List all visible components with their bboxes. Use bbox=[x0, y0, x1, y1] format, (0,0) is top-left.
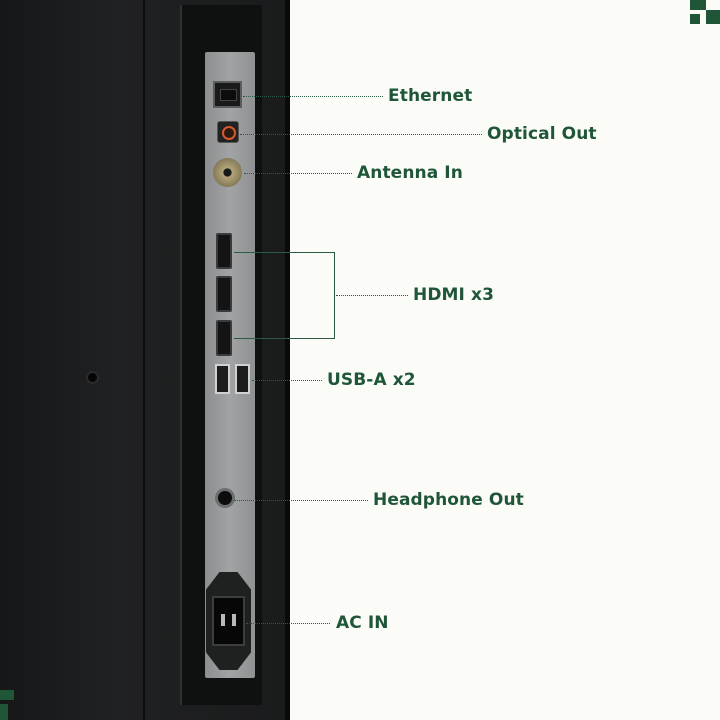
ac-in-leader-line bbox=[246, 623, 330, 624]
hdmi-label: HDMI x3 bbox=[413, 285, 494, 305]
hdmi-port-2 bbox=[216, 276, 232, 312]
antenna-in-label: Antenna In bbox=[357, 163, 463, 183]
ethernet-port bbox=[213, 81, 242, 108]
tv-panel-seam bbox=[143, 0, 145, 720]
hdmi-port-3 bbox=[216, 320, 232, 356]
corner-logo-mark-top bbox=[690, 0, 706, 10]
antenna-in-port bbox=[213, 158, 242, 187]
screw-hole bbox=[88, 373, 97, 382]
corner-logo-mark-top-3 bbox=[690, 14, 700, 24]
ac-in-socket bbox=[212, 596, 245, 646]
corner-logo-mark-top-2 bbox=[706, 10, 720, 24]
optical-out-leader-line bbox=[240, 134, 482, 135]
usb-a-port-2 bbox=[235, 364, 250, 394]
headphone-out-leader-line bbox=[234, 500, 368, 501]
ac-in-label: AC IN bbox=[336, 613, 389, 633]
headphone-out-label: Headphone Out bbox=[373, 490, 524, 510]
corner-logo-mark-bottom-2 bbox=[0, 704, 8, 720]
hdmi-bracket bbox=[234, 252, 335, 339]
corner-logo-mark-bottom bbox=[0, 690, 14, 700]
hdmi-port-1 bbox=[216, 233, 232, 269]
usb-a-port-1 bbox=[215, 364, 230, 394]
headphone-out-port bbox=[218, 491, 232, 505]
hdmi-leader-line bbox=[336, 295, 408, 296]
optical-out-port bbox=[217, 121, 239, 143]
ethernet-leader-line bbox=[243, 96, 383, 97]
tv-edge bbox=[285, 0, 290, 720]
ethernet-label: Ethernet bbox=[388, 86, 473, 106]
usb-a-leader-line bbox=[252, 380, 322, 381]
antenna-in-leader-line bbox=[244, 173, 352, 174]
optical-out-label: Optical Out bbox=[487, 124, 597, 144]
usb-a-label: USB-A x2 bbox=[327, 370, 416, 390]
